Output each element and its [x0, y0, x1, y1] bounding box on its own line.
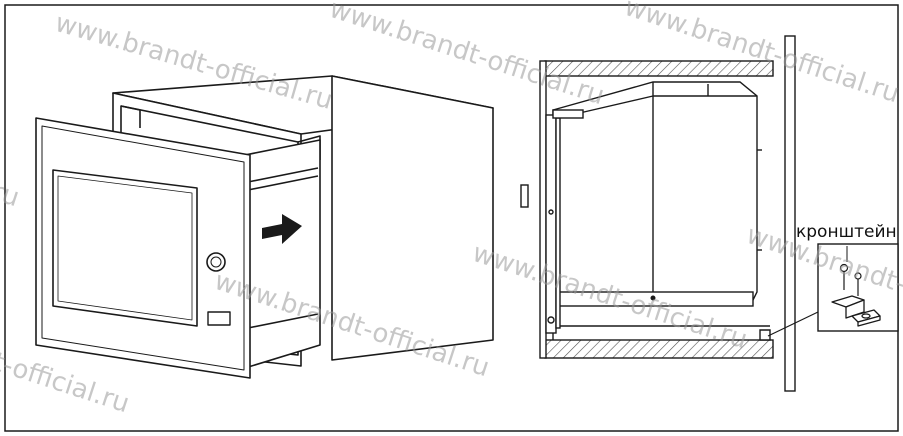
top-shelf: [544, 60, 774, 77]
oven-sliding: [35, 117, 321, 379]
screw-icon: [839, 263, 862, 296]
bottom-shelf: [544, 339, 774, 359]
figure-border: [4, 4, 899, 432]
callout-leader: [767, 311, 819, 337]
bracket-icon: [831, 295, 881, 327]
oven-knob: [206, 252, 226, 272]
push-arrow-icon: [262, 214, 302, 244]
cabinet-wall: [784, 35, 796, 392]
bracket-label: кронштейн: [796, 222, 897, 242]
oven-display: [207, 311, 231, 326]
cross-section: [520, 35, 796, 392]
bracket-callout: [817, 243, 899, 332]
